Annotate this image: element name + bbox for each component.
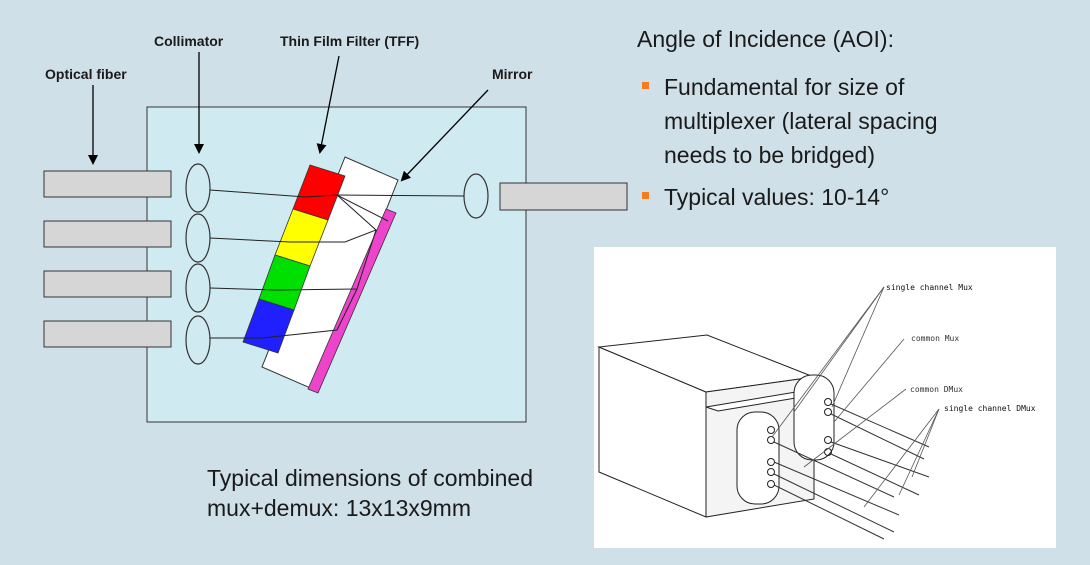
common-mux-label: common Mux	[911, 334, 959, 343]
aoi-bullet: Fundamental for size of multiplexer (lat…	[640, 70, 1000, 172]
thin-film-filters	[242, 164, 346, 354]
leader-lines	[771, 286, 940, 508]
aoi-bullet-text: Fundamental for size of multiplexer (lat…	[664, 74, 938, 168]
module-body	[793, 374, 835, 461]
single-channel-dmux-label: single channel DMux	[944, 404, 1036, 413]
device-figure: single channel Mux common Mux common DMu…	[594, 247, 1056, 548]
dimensions-line-1: Typical dimensions of combined	[207, 465, 533, 491]
input-fibers	[43, 170, 172, 348]
collimator-lens	[185, 163, 211, 213]
input-fiber	[43, 170, 172, 198]
input-fiber	[43, 220, 172, 248]
aoi-bullet-text: Typical values: 10-14°	[664, 184, 890, 210]
beam-paths	[209, 189, 465, 339]
input-fiber	[43, 320, 172, 348]
ports	[767, 398, 832, 488]
bullet-square-icon	[642, 82, 649, 89]
collimator-label: Collimator	[154, 33, 224, 49]
bullet-square-icon	[642, 192, 649, 199]
dimensions-text: Typical dimensions of combined mux+demux…	[207, 463, 607, 523]
tff-label: Thin Film Filter (TFF)	[280, 33, 420, 49]
mirror-label: Mirror	[492, 66, 533, 82]
output-fiber	[499, 182, 628, 211]
fiber-leads	[773, 403, 930, 540]
optical-fiber-label: Optical fiber	[45, 66, 127, 82]
single-channel-mux-label: single channel Mux	[886, 283, 973, 292]
filter-blue	[242, 298, 295, 354]
mirror-plate	[307, 208, 397, 394]
aoi-bullet-list: Fundamental for size of multiplexer (lat…	[640, 70, 1000, 222]
input-fiber	[43, 270, 172, 298]
collimator-lens	[185, 315, 211, 365]
device-drawing: single channel Mux common Mux common DMu…	[597, 283, 1036, 540]
dimensions-line-2: mux+demux: 13x13x9mm	[207, 495, 471, 521]
common-dmux-label: common DMux	[910, 385, 963, 394]
aoi-bullet: Typical values: 10-14°	[640, 180, 1000, 214]
label-arrows	[88, 52, 489, 182]
aoi-heading: Angle of Incidence (AOI):	[637, 26, 894, 52]
module-body	[736, 411, 780, 505]
